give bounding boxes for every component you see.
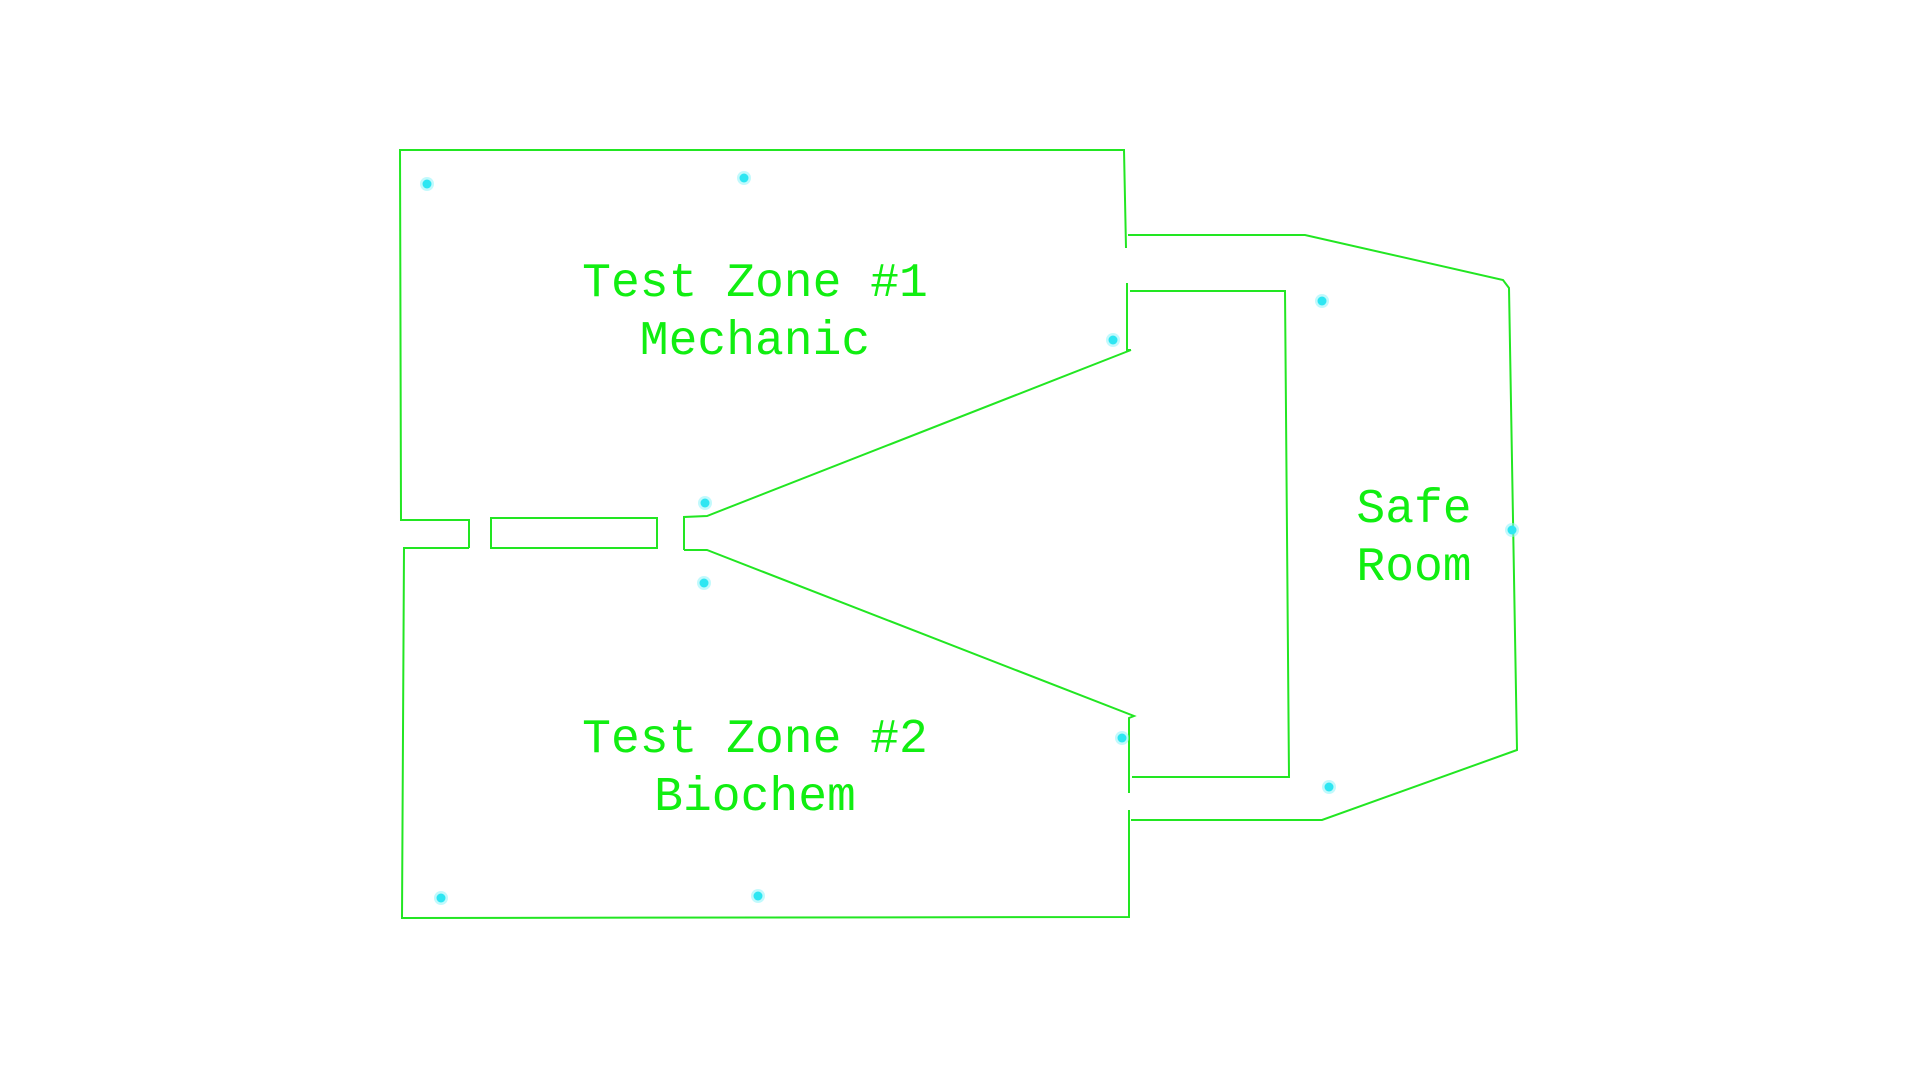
safe-room-subtitle: Room <box>1356 541 1471 595</box>
zone-2-walls <box>400 547 1137 920</box>
sensor-dot <box>1117 733 1127 743</box>
sensor-dot <box>739 173 749 183</box>
zone-1-outer-wall <box>398 149 1127 548</box>
sensor-dot <box>1317 296 1327 306</box>
sensor-dot-icon <box>1115 731 1129 745</box>
sensor-dot <box>422 179 432 189</box>
zone-2-funnel-bottom <box>684 549 1137 793</box>
sensor-dot-icon <box>697 576 711 590</box>
safe-room-walls <box>1128 234 1519 821</box>
sensor-dot-icon <box>1322 780 1336 794</box>
zone-1-title: Test Zone #1 <box>582 257 928 311</box>
zone-1-walls <box>398 149 1132 550</box>
safe-room-outer-wall <box>1128 234 1519 821</box>
sensor-dot-icon <box>1106 333 1120 347</box>
sensor-dot <box>699 578 709 588</box>
sensor-nodes <box>420 171 1519 905</box>
safe-room-inner-wall <box>1130 290 1291 778</box>
zone-2-title: Test Zone #2 <box>582 713 928 767</box>
sensor-dot-icon <box>751 889 765 903</box>
sensor-dot <box>1507 525 1517 535</box>
sensor-dot-icon <box>420 177 434 191</box>
sensor-dot <box>1324 782 1334 792</box>
sensor-dot-icon <box>698 496 712 510</box>
zone-1-right-wall-lower <box>1126 283 1131 351</box>
sensor-dot-icon <box>1315 294 1329 308</box>
sensor-dot <box>436 893 446 903</box>
corridor-block <box>490 517 658 549</box>
zone-1-label: Test Zone #1 Mechanic <box>582 257 928 369</box>
sensor-dot-icon <box>1505 523 1519 537</box>
zone-2-label: Test Zone #2 Biochem <box>582 713 928 825</box>
sensor-dot-icon <box>434 891 448 905</box>
safe-room-label: Safe Room <box>1356 483 1471 595</box>
safe-room-title: Safe <box>1356 483 1471 537</box>
zone-2-subtitle: Biochem <box>654 771 856 825</box>
sensor-dot-icon <box>737 171 751 185</box>
sensor-dot <box>753 891 763 901</box>
sensor-dot <box>1108 335 1118 345</box>
zone-2-outer-wall <box>400 547 1130 920</box>
sensor-dot <box>700 498 710 508</box>
zone-1-funnel-top <box>683 349 1132 550</box>
zone-1-subtitle: Mechanic <box>640 315 870 369</box>
